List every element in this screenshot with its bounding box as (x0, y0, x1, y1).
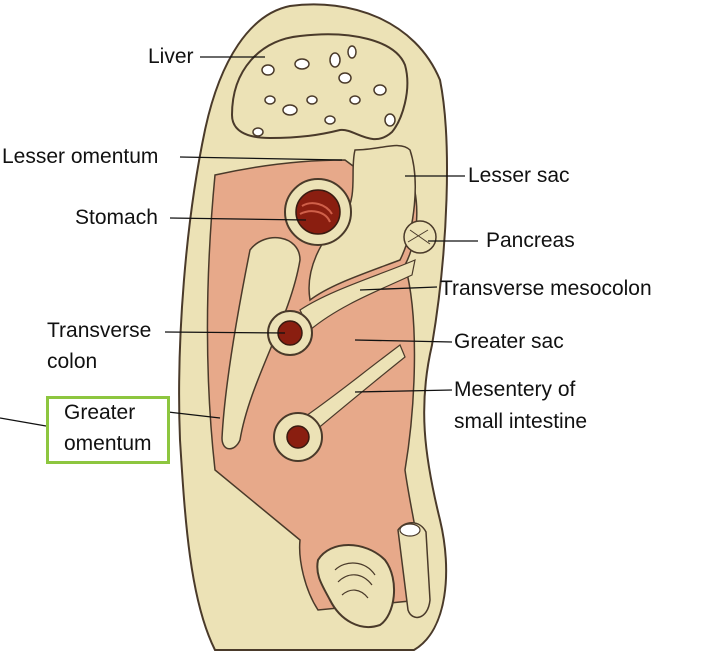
leader-lines (0, 56, 478, 427)
label-stomach: Stomach (75, 206, 158, 229)
greater-omentum-fold (221, 236, 301, 450)
mesocolon-band (299, 258, 416, 331)
label-transverse-mesocolon: Transverse mesocolon (440, 277, 652, 300)
pelvic-organs (316, 544, 396, 628)
label-greater-omentum-line2: omentum (64, 432, 152, 455)
label-lesser-omentum: Lesser omentum (2, 145, 159, 168)
greater-omentum-highlight-box (46, 396, 170, 464)
small-intestine-lumen (286, 425, 310, 449)
liver-shape (230, 33, 409, 141)
rectal-tube (397, 522, 431, 619)
label-pancreas: Pancreas (486, 229, 575, 252)
liver-vessels (252, 45, 396, 137)
label-mesentery-line2: small intestine (454, 410, 588, 433)
label-transverse-colon-line1: Transverse (47, 319, 152, 342)
label-transverse-colon-line2: colon (47, 350, 98, 373)
label-greater-sac: Greater sac (454, 330, 564, 353)
mesentery-band (299, 344, 406, 436)
label-lesser-sac: Lesser sac (468, 164, 570, 187)
label-mesentery-line1: Mesentery of (454, 378, 576, 401)
label-liver: Liver (148, 45, 194, 68)
label-greater-omentum-line1: Greater (64, 401, 136, 424)
